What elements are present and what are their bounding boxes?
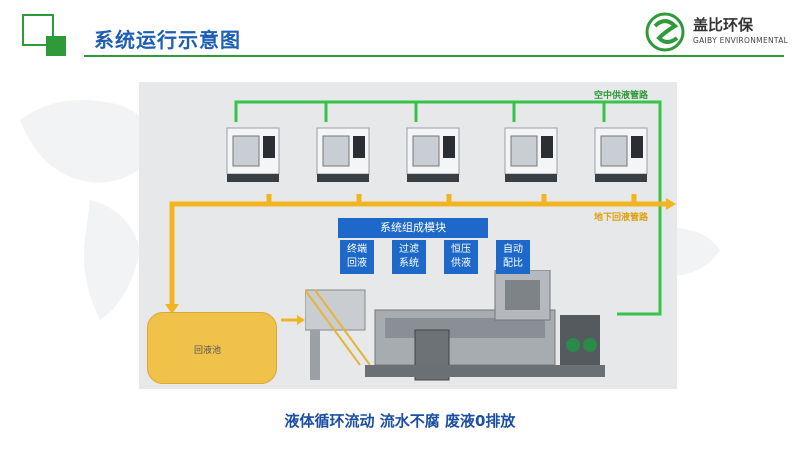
- return-pipe-label: 地下回液管路: [594, 210, 648, 223]
- supply-pipe-label: 空中供液管路: [594, 88, 648, 101]
- page-title: 系统运行示意图: [94, 24, 241, 53]
- module-constant-pressure: 恒压 供液: [444, 240, 478, 274]
- module-line1: 恒压: [444, 243, 478, 257]
- company-logo: 盖比环保 GAIBY ENVIRONMENTAL: [645, 12, 790, 52]
- logo-name-cn: 盖比环保: [693, 14, 753, 35]
- cnc-machine-icon: [315, 124, 371, 184]
- module-title: 系统组成模块: [338, 218, 488, 238]
- module-terminal-return: 终端 回液: [340, 240, 374, 274]
- cnc-machine-icon: [405, 124, 461, 184]
- logo-mark-icon: [645, 12, 685, 52]
- return-tank-label: 回液池: [194, 343, 221, 356]
- slogan-caption: 液体循环流动 流水不腐 废液0排放: [0, 410, 800, 431]
- module-line2: 配比: [496, 257, 530, 271]
- module-line2: 供液: [444, 257, 478, 271]
- header-divider: [84, 55, 784, 57]
- logo-name-en: GAIBY ENVIRONMENTAL: [693, 36, 788, 45]
- module-filtration: 过滤 系统: [392, 240, 426, 274]
- module-line1: 过滤: [392, 243, 426, 257]
- module-line1: 终端: [340, 243, 374, 257]
- header-square-icon: [22, 14, 68, 58]
- cnc-machine-icon: [593, 124, 649, 184]
- return-tank: 回液池: [147, 312, 277, 384]
- module-line2: 回液: [340, 257, 374, 271]
- module-line2: 系统: [392, 257, 426, 271]
- module-auto-ratio: 自动 配比: [496, 240, 530, 274]
- filtration-plant-image: [305, 270, 635, 385]
- cnc-machine-icon: [503, 124, 559, 184]
- module-line1: 自动: [496, 243, 530, 257]
- cnc-machine-icon: [225, 124, 281, 184]
